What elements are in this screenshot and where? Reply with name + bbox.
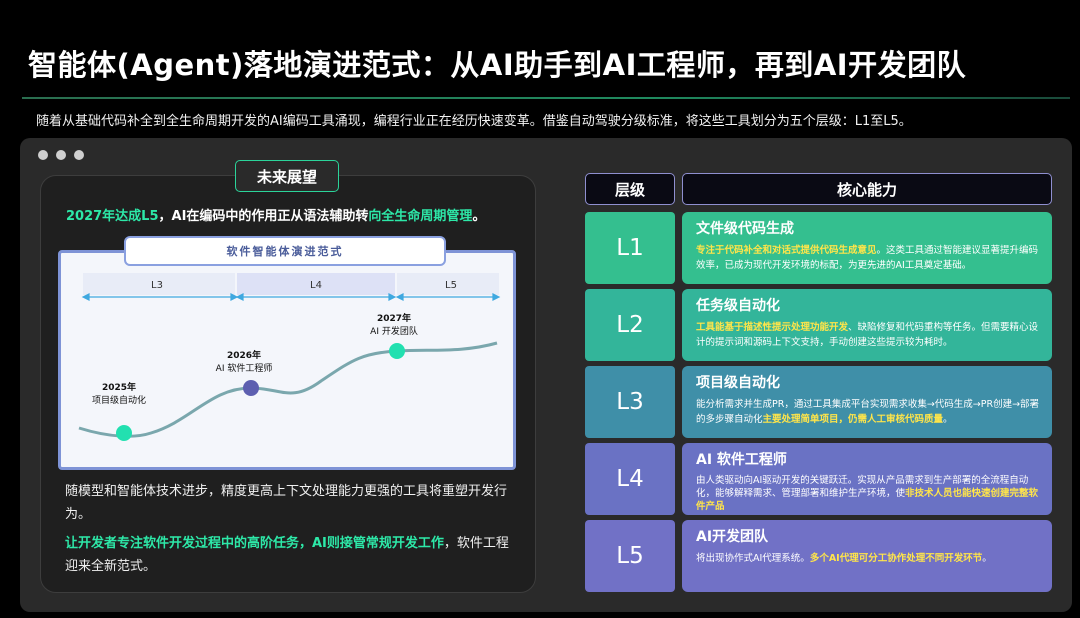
card-description: 专注于代码补全和对话式提供代码生成意见。这类工具通过智能建议显著提升编码效率，已… (696, 243, 1042, 273)
card-highlight: 非技术人员也能快速创建完整软件产品 (696, 488, 1039, 512)
arrowhead-icon (388, 293, 397, 301)
level-badge-l4: L4 (585, 443, 675, 515)
card-title: AI开发团队 (696, 529, 769, 545)
phase-band-l3 (83, 273, 235, 295)
window-dot-icon[interactable] (38, 150, 48, 160)
arrowhead-icon (230, 293, 239, 301)
card-description: 由人类驱动向AI驱动开发的关键跃迁。实现从产品需求到生产部署的全流程自动化，能够… (696, 474, 1042, 513)
evolution-chart: L3 L4 L5 2025年 项目级自动化 2026年 AI 软件工程师 202… (58, 250, 516, 470)
level-card-l1: 文件级代码生成 专注于代码补全和对话式提供代码生成意见。这类工具通过智能建议显著… (682, 212, 1052, 284)
card-title: 文件级代码生成 (696, 221, 794, 237)
milestone-label: AI 开发团队 (370, 325, 418, 337)
milestone-dot-2027 (389, 343, 405, 359)
card-description: 能分析需求并生成PR，通过工具集成平台实现需求收集→代码生成→PR创建→部署的多… (696, 397, 1042, 427)
level-badge-l1: L1 (585, 212, 675, 284)
card-text: 将出现协作式AI代理系统。 (696, 553, 810, 564)
headline-highlight: 2027年达成L5 (66, 209, 159, 224)
card-text: 。 (982, 553, 992, 564)
outlook-paragraph-2: 让开发者专注软件开发过程中的高阶任务，AI则接管常规开发工作，软件工程迎来全新范… (65, 532, 515, 578)
card-title: 任务级自动化 (696, 298, 780, 314)
card-text: 由人类驱动向AI驱动开发的关键跃迁。实现从产品需求到生产部署的全流程自动化，能够… (696, 475, 1029, 499)
page-subtitle: 随着从基础代码补全到全生命周期开发的AI编码工具涌现，编程行业正在经历快速变革。… (36, 114, 912, 129)
card-text: 能分析需求并生成PR，通过工具集成平台实现需求收集→代码生成→PR创建→部署的多… (696, 399, 1040, 425)
outlook-headline: 2027年达成L5，AI在编码中的作用正从语法辅助转向全生命周期管理。 (66, 205, 485, 224)
future-outlook-tag: 未来展望 (235, 160, 339, 192)
card-text: 。 (943, 414, 953, 425)
card-text: 、缺陷修复和代码重构等任务。但需要精心设计的提示词和源码上下文支持，手动创建这些… (696, 322, 1039, 348)
level-card-l4: AI 软件工程师 由人类驱动向AI驱动开发的关键跃迁。实现从产品需求到生产部署的… (682, 443, 1052, 515)
column-header-level: 层级 (585, 173, 675, 205)
card-description: 将出现协作式AI代理系统。多个AI代理可分工协作处理不同开发环节。 (696, 551, 1042, 566)
phase-band-l4 (237, 273, 395, 295)
evolution-curve (78, 341, 498, 438)
window-dot-icon[interactable] (56, 150, 66, 160)
window-dot-icon[interactable] (74, 150, 84, 160)
arrowhead-icon (81, 293, 90, 301)
milestone-label: 项目级自动化 (92, 394, 146, 406)
headline-highlight: 向全生命周期管理 (368, 209, 473, 224)
card-highlight: 专注于代码补全和对话式提供代码生成意见 (696, 245, 877, 256)
milestone-year: 2027年 (377, 312, 411, 324)
headline-text: 。 (472, 209, 486, 224)
milestone-year: 2026年 (227, 349, 261, 361)
level-card-l5: AI开发团队 将出现协作式AI代理系统。多个AI代理可分工协作处理不同开发环节。 (682, 520, 1052, 592)
arrowhead-icon (492, 293, 501, 301)
card-text: 。这类工具通过智能建议显著提升编码效率，已成为现代开发环境的标配，为更先进的AI… (696, 245, 1039, 271)
phase-label-l3: L3 (151, 280, 163, 291)
window-controls (38, 150, 84, 160)
milestone-dot-2026 (243, 380, 259, 396)
card-title: AI 软件工程师 (696, 452, 787, 468)
headline-text: ，AI在编码中的作用正从语法辅助转 (158, 209, 369, 224)
evolution-chart-svg: L3 L4 L5 2025年 项目级自动化 2026年 AI 软件工程师 202… (78, 273, 501, 441)
level-badge-l5: L5 (585, 520, 675, 592)
card-highlight: 工具能基于描述性提示处理功能开发 (696, 322, 849, 333)
milestone-label: AI 软件工程师 (216, 362, 273, 374)
level-badge-l3: L3 (585, 366, 675, 438)
level-badge-l2: L2 (585, 289, 675, 361)
title-divider (22, 97, 1070, 99)
card-highlight: 主要处理简单项目，仍需人工审核代码质量 (762, 414, 944, 425)
milestone-year: 2025年 (102, 381, 136, 393)
arrowhead-icon (235, 293, 244, 301)
arrowhead-icon (395, 293, 404, 301)
card-title: 项目级自动化 (696, 375, 780, 391)
level-card-l2: 任务级自动化 工具能基于描述性提示处理功能开发、缺陷修复和代码重构等任务。但需要… (682, 289, 1052, 361)
page-title: 智能体(Agent)落地演进范式：从AI助手到AI工程师，再到AI开发团队 (28, 48, 967, 82)
phase-band-l5 (397, 273, 499, 295)
chart-title: 软件智能体演进范式 (124, 236, 446, 266)
card-description: 工具能基于描述性提示处理功能开发、缺陷修复和代码重构等任务。但需要精心设计的提示… (696, 320, 1042, 350)
column-header-capability: 核心能力 (682, 173, 1052, 205)
card-highlight: 多个AI代理可分工协作处理不同开发环节 (809, 553, 983, 564)
level-card-l3: 项目级自动化 能分析需求并生成PR，通过工具集成平台实现需求收集→代码生成→PR… (682, 366, 1052, 438)
paragraph-text: ，软件工程迎来全新范式。 (65, 536, 509, 574)
milestone-dot-2025 (116, 425, 132, 441)
phase-label-l4: L4 (310, 280, 322, 291)
phase-label-l5: L5 (445, 280, 457, 291)
paragraph-highlight: 让开发者专注软件开发过程中的高阶任务，AI则接管常规开发工作 (65, 536, 444, 551)
outlook-paragraph: 随模型和智能体技术进步，精度更高上下文处理能力更强的工具将重塑开发行为。 (65, 484, 508, 522)
